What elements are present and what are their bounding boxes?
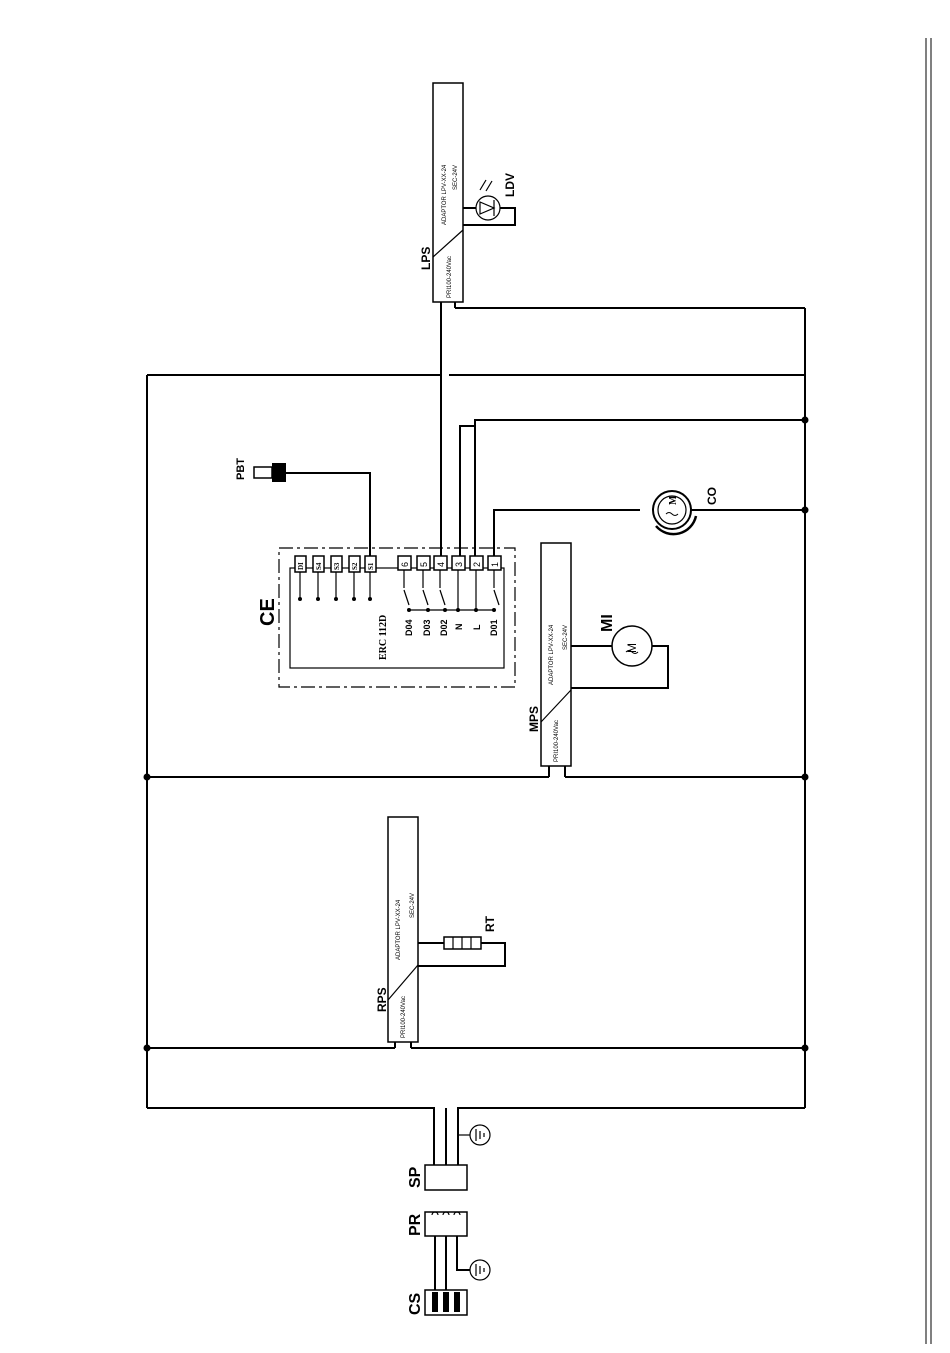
rps-sec-label: SEC-24V: [410, 893, 416, 918]
lps-adaptor: ADAPTOR LPV-XX-24 SEC-24V PRI100-240Vac …: [419, 83, 463, 302]
pr-socket: PR: [407, 1212, 490, 1290]
pbt-label: PBT: [235, 458, 247, 480]
rps-adaptor-label: ADAPTOR LPV-XX-24: [396, 899, 402, 960]
ce-input-s3: S3: [333, 562, 341, 570]
ce-output-l: L: [472, 624, 482, 630]
cs-cable: CS: [407, 1290, 467, 1315]
ldv-label: LDV: [503, 173, 517, 197]
ce-terminal-5: 5: [419, 562, 429, 567]
lps-code: LPS: [419, 247, 433, 270]
rps-pri-label: PRI100-240Vac: [401, 996, 407, 1038]
mps-sec-label: SEC-24V: [563, 625, 569, 650]
ce-input-di: DI: [297, 562, 305, 570]
ldv-led: LDV: [463, 173, 517, 225]
ce-terminal-4: 4: [436, 562, 446, 567]
ce-input-s2: S2: [351, 562, 359, 570]
ce-output-n: N: [454, 624, 464, 631]
mps-code: MPS: [527, 706, 541, 732]
rt-heater: RT: [418, 915, 505, 966]
ce-output-d01: D01: [489, 619, 499, 636]
ce-label: CE: [257, 598, 279, 626]
sp-label: SP: [407, 1166, 424, 1188]
lps-pri-label: PRI100-240Vac: [447, 256, 453, 298]
ce-terminal-1: 1: [490, 562, 500, 567]
ce-output-d02: D02: [439, 619, 449, 636]
lps-adaptor-label: ADAPTOR LPV-XX-24: [442, 164, 448, 225]
mps-adaptor: ADAPTOR LPV-XX-24 SEC-24V PRI100-240Vac …: [527, 543, 571, 777]
ce-input-s1: S1: [367, 562, 375, 570]
ce-input-s4: S4: [315, 562, 323, 570]
mi-motor: M MI: [571, 614, 668, 688]
mps-adaptor-label: ADAPTOR LPV-XX-24: [549, 624, 555, 685]
ce-output-d03: D03: [422, 619, 432, 636]
lps-sec-label: SEC-24V: [453, 165, 459, 190]
ce-terminal-6: 6: [400, 562, 410, 567]
rps-adaptor: ADAPTOR LPV-XX-24 SEC-24V PRI100-240Vac …: [375, 817, 418, 1048]
ce-terminal-2: 2: [472, 562, 482, 567]
co-motor-letter: M: [668, 495, 679, 505]
rps-code: RPS: [375, 987, 389, 1012]
ce-output-d04: D04: [404, 619, 414, 636]
rt-label: RT: [483, 915, 497, 932]
co-label: CO: [705, 487, 719, 505]
pr-label: PR: [407, 1213, 424, 1236]
ce-terminal-3: 3: [454, 562, 464, 567]
mi-label: MI: [599, 614, 616, 632]
pbt-probe: PBT: [235, 458, 370, 556]
ce-controller: CE ERC 112D DI S4 S3 S2 S1: [257, 548, 515, 687]
cs-label: CS: [407, 1292, 424, 1315]
ce-model: ERC 112D: [378, 615, 389, 660]
controller-feed-wires: [460, 420, 805, 556]
sp-plug: SP: [407, 1125, 490, 1190]
mps-pri-label: PRI100-240Vac: [554, 720, 560, 762]
